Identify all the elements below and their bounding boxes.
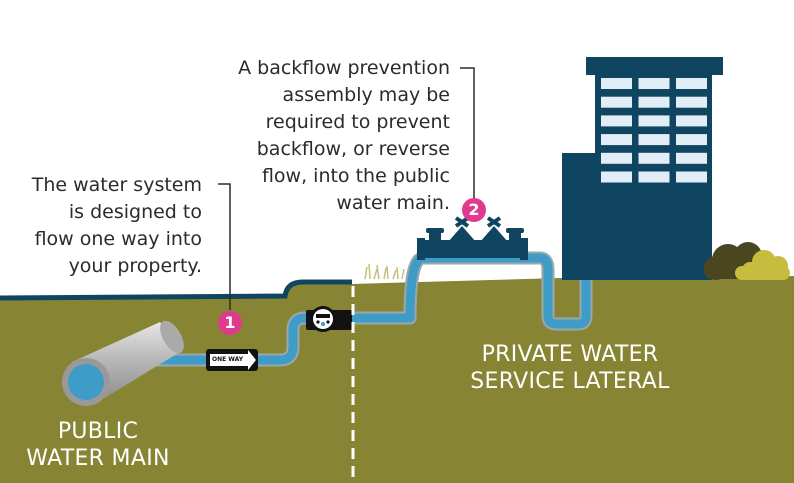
marker-badge-2: 2 <box>462 198 486 222</box>
one-way-sign: ONE WAY <box>206 349 258 371</box>
ground-public <box>0 284 352 483</box>
leader-line-1 <box>218 183 231 310</box>
building-window <box>676 134 707 146</box>
building-window <box>601 152 632 164</box>
building-window <box>676 152 707 164</box>
building-window <box>676 171 707 183</box>
callout-one-way-flow: The water system is designed to flow one… <box>31 174 202 277</box>
building-window <box>601 171 632 183</box>
label-public-water-main: PUBLIC WATER MAIN <box>26 419 170 471</box>
ground-edge-public <box>0 279 352 301</box>
building-window <box>601 134 632 146</box>
building-window <box>676 78 707 89</box>
callout-backflow-prevention: A backflow prevention assembly may be re… <box>238 57 450 214</box>
bush-light <box>735 250 790 280</box>
building-window <box>601 96 632 108</box>
marker-badge-1: 1 <box>218 311 242 335</box>
water-meter <box>306 306 352 332</box>
building-window <box>638 134 670 146</box>
building-window <box>638 115 670 127</box>
backflow-assembly <box>417 216 528 260</box>
leader-line-2 <box>460 67 475 200</box>
building-window <box>638 171 670 183</box>
building-window <box>601 78 632 89</box>
building-window <box>638 78 670 89</box>
one-way-sign-text: ONE WAY <box>210 350 256 370</box>
building-window <box>676 96 707 108</box>
building-windows <box>601 78 707 183</box>
label-private-service-lateral: PRIVATE WATER SERVICE LATERAL <box>470 342 670 394</box>
building-window <box>638 152 670 164</box>
public-water-main-pipe <box>62 320 184 406</box>
ground-private <box>352 276 794 483</box>
building <box>562 57 723 280</box>
building-window <box>676 115 707 127</box>
building-window <box>601 115 632 127</box>
building-window <box>638 96 670 108</box>
